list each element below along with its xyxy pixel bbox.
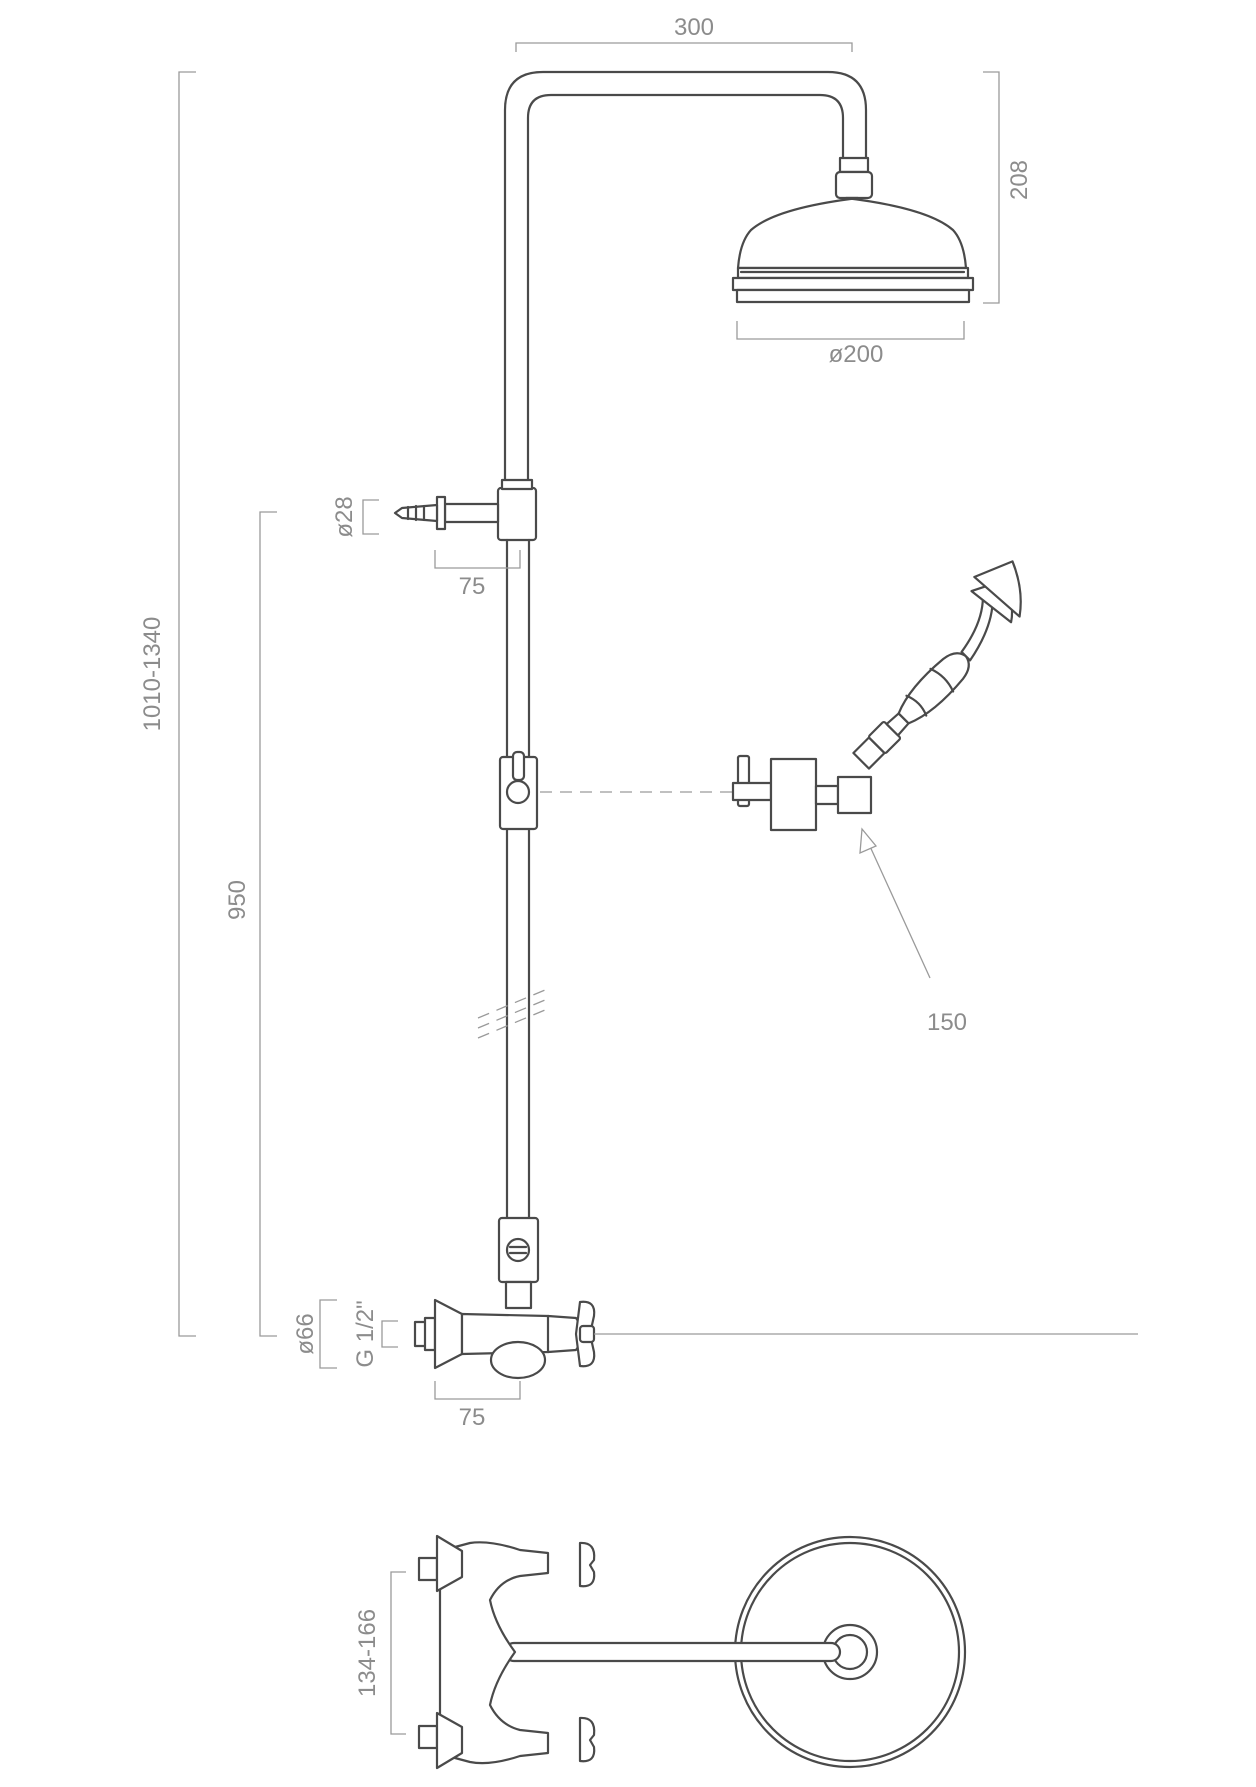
overhead-shower-head bbox=[731, 196, 975, 304]
dimension-labels: 300 208 ø200 ø28 75 1010-1340 950 150 ø6… bbox=[139, 14, 1033, 1697]
dimension-lines bbox=[178, 42, 1000, 1735]
pivot-arrow bbox=[859, 827, 931, 979]
slide-rail bbox=[505, 538, 531, 1220]
plan-view bbox=[417, 1534, 967, 1770]
break-marks bbox=[477, 989, 546, 1039]
label-holder-pivot: 150 bbox=[927, 1009, 967, 1036]
arm-ball-joint bbox=[834, 170, 874, 200]
holder-detail bbox=[731, 754, 873, 832]
label-bracket-diameter: ø28 bbox=[331, 496, 358, 537]
mixer-plan bbox=[417, 1534, 596, 1770]
label-mixer-diameter: ø66 bbox=[292, 1313, 319, 1354]
arm-plan bbox=[503, 1641, 842, 1663]
label-total-height: 1010-1340 bbox=[139, 617, 166, 732]
arm-nut bbox=[838, 156, 870, 174]
riser-pipe bbox=[503, 70, 868, 490]
label-head-diameter: ø200 bbox=[829, 341, 884, 368]
label-head-height: 208 bbox=[1006, 160, 1033, 200]
label-inlet-centers: 134-166 bbox=[354, 1609, 381, 1697]
label-bracket-offset: 75 bbox=[459, 573, 486, 600]
sliding-handshower-holder bbox=[498, 750, 539, 831]
label-slide-rail-height: 950 bbox=[224, 880, 251, 920]
hand-shower bbox=[852, 560, 1022, 770]
front-view bbox=[393, 70, 1138, 1380]
upper-wall-bracket bbox=[393, 478, 538, 542]
label-inlet-thread: G 1/2" bbox=[352, 1300, 379, 1367]
mixer-valve bbox=[413, 1298, 596, 1380]
label-arm-length: 300 bbox=[674, 14, 714, 41]
label-mixer-offset: 75 bbox=[459, 1404, 486, 1431]
lower-connector bbox=[497, 1216, 540, 1310]
